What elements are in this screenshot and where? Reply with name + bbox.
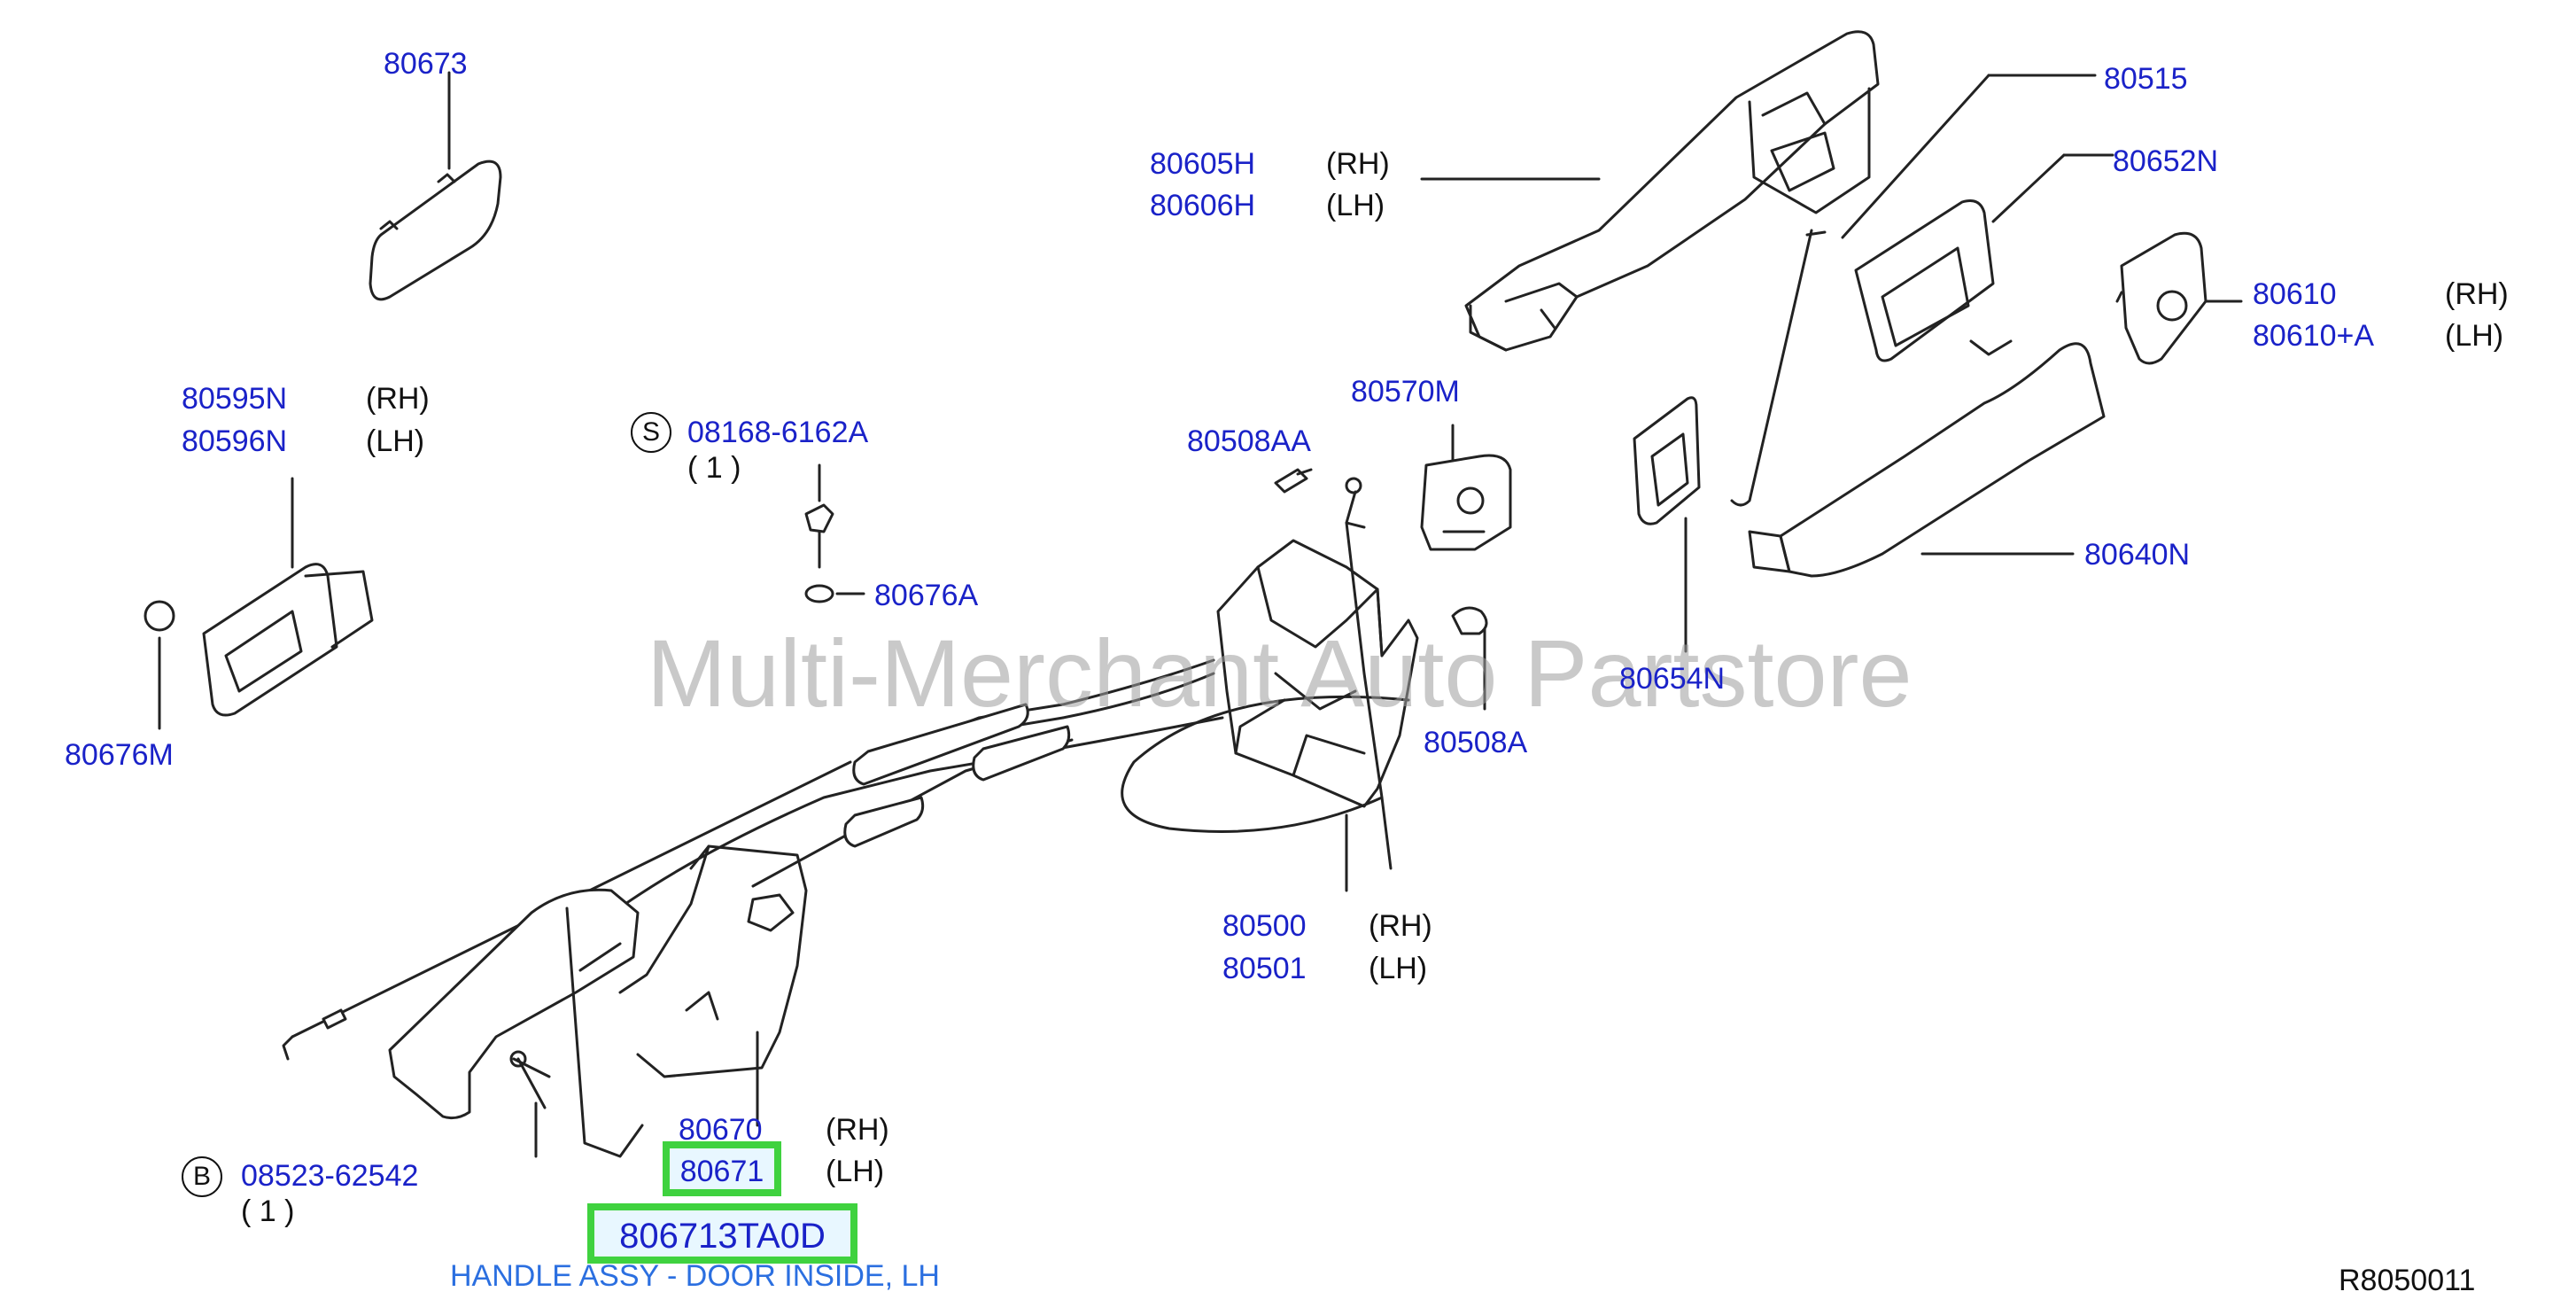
part-number-text: 806713TA0D (619, 1217, 826, 1256)
diagram-reference-code: R8050011 (2339, 1264, 2476, 1297)
selected-callout-highlight[interactable]: 80671 (663, 1141, 781, 1196)
callout-08168-6162a[interactable]: 08168-6162A (687, 416, 869, 449)
callout-80500[interactable]: 80500 (1222, 909, 1307, 943)
callout-80652n[interactable]: 80652N (2113, 144, 2219, 178)
symbol-s-marker: S (631, 412, 671, 453)
callout-80570m[interactable]: 80570M (1351, 375, 1460, 409)
callout-80595n[interactable]: 80595N (182, 382, 288, 416)
callout-80606h[interactable]: 80606H (1150, 189, 1256, 222)
callout-80596n[interactable]: 80596N (182, 424, 288, 458)
callout-80501[interactable]: 80501 (1222, 952, 1307, 985)
callout-80610a[interactable]: 80610+A (2253, 319, 2375, 353)
callout-80673[interactable]: 80673 (384, 47, 468, 81)
side-rh-label: (RH) (826, 1113, 889, 1147)
callout-08523-62542[interactable]: 08523-62542 (241, 1159, 419, 1193)
side-rh-label: (RH) (1369, 909, 1432, 943)
quantity-label: ( 1 ) (687, 451, 741, 485)
part-number-highlight[interactable]: 806713TA0D (587, 1203, 857, 1264)
callout-80676m[interactable]: 80676M (65, 738, 174, 772)
watermark-text: Multi-Merchant Auto Partstore (647, 619, 1913, 727)
callout-80508aa[interactable]: 80508AA (1187, 424, 1311, 458)
side-lh-label: (LH) (2445, 319, 2504, 353)
callout-80670[interactable]: 80670 (679, 1113, 763, 1147)
side-rh-label: (RH) (2445, 277, 2509, 311)
callout-80508a[interactable]: 80508A (1424, 726, 1528, 759)
callout-80676a[interactable]: 80676A (874, 579, 979, 612)
quantity-label: ( 1 ) (241, 1194, 295, 1228)
part-description: HANDLE ASSY - DOOR INSIDE, LH (450, 1259, 940, 1293)
side-lh-label: (LH) (366, 424, 425, 458)
callout-80515[interactable]: 80515 (2104, 62, 2188, 96)
side-rh-label: (RH) (366, 382, 430, 416)
callout-80671: 80671 (679, 1155, 764, 1188)
side-lh-label: (LH) (826, 1155, 885, 1188)
callout-80605h[interactable]: 80605H (1150, 147, 1256, 181)
callout-80654n[interactable]: 80654N (1619, 662, 1726, 696)
side-rh-label: (RH) (1326, 147, 1390, 181)
side-lh-label: (LH) (1326, 189, 1385, 222)
callout-80610[interactable]: 80610 (2253, 277, 2337, 311)
symbol-b-marker: B (182, 1156, 222, 1197)
side-lh-label: (LH) (1369, 952, 1428, 985)
callout-80640n[interactable]: 80640N (2084, 538, 2191, 572)
